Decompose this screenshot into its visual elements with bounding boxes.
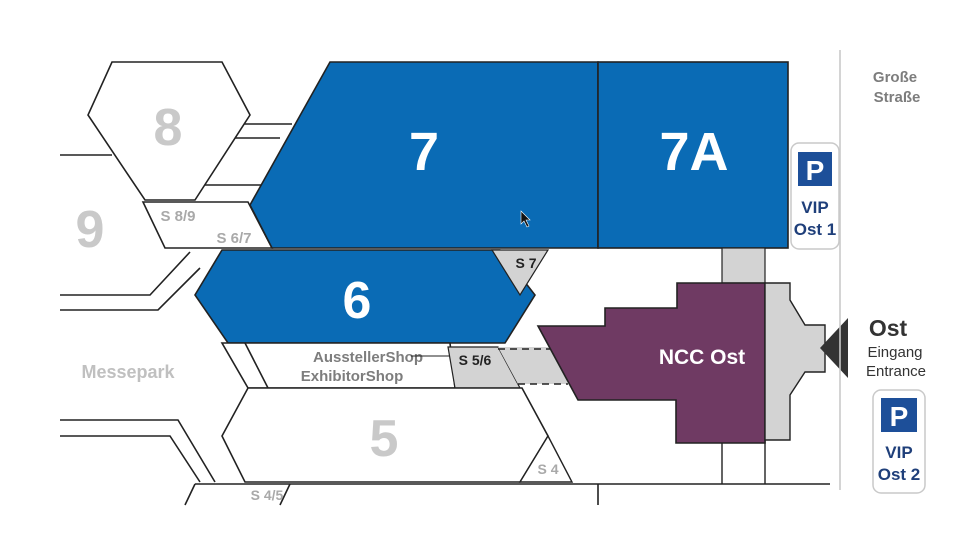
- hall-9-label: 9: [76, 201, 105, 259]
- hall-8-label: 8: [154, 99, 183, 157]
- connector-s7[interactable]: [490, 249, 550, 297]
- parking-icon: [798, 152, 832, 186]
- entrance-line1: Eingang: [867, 344, 922, 361]
- entrance-title: Ost: [869, 315, 908, 341]
- parking-line1: VIP: [801, 198, 828, 217]
- ost-entrance-foyer[interactable]: [764, 282, 826, 441]
- corridor-lines: [721, 440, 766, 484]
- parking-vip-ost-1[interactable]: P VIP Ost 1: [790, 142, 840, 250]
- hall-7-label: 7: [409, 122, 439, 182]
- connector-s4-label: S 4: [537, 461, 558, 477]
- parking-icon: [881, 398, 917, 432]
- messepark-label: Messepark: [81, 362, 175, 382]
- connector-s45-label: S 4/5: [251, 487, 284, 503]
- connector-s7-label: S 7: [515, 255, 536, 271]
- connector-s89-label: S 8/9: [160, 208, 195, 225]
- arrow-left-icon: [820, 318, 848, 378]
- shop-label-line2: ExhibitorShop: [301, 368, 404, 385]
- entrance-line2: Entrance: [866, 363, 926, 380]
- parking-line2: Ost 2: [878, 465, 921, 484]
- walkway-s56-ncc: [498, 347, 568, 384]
- mouse-pointer-icon: [520, 210, 531, 228]
- parking-line2: Ost 1: [794, 220, 837, 239]
- bottom-row-outline: [184, 483, 830, 506]
- parking-line1: VIP: [885, 443, 912, 462]
- hall-6-label: 6: [343, 272, 372, 330]
- ncc-ost-label: NCC Ost: [659, 346, 745, 369]
- connector-7a-ncc: [721, 247, 766, 284]
- hall-7[interactable]: [249, 61, 599, 249]
- street-label-line2: Straße: [874, 89, 921, 106]
- connector-s4[interactable]: [518, 434, 574, 483]
- hall-8[interactable]: [87, 61, 251, 201]
- street-label-line1: Große: [873, 69, 917, 86]
- connector-s56-label: S 5/6: [459, 352, 492, 368]
- connector-s67-label: S 6/7: [216, 230, 251, 247]
- shop-label-line1: AusstellerShop: [313, 349, 423, 366]
- hall-7a[interactable]: [597, 61, 789, 249]
- hall-5-label: 5: [370, 410, 399, 468]
- parking-vip-ost-2[interactable]: P VIP Ost 2: [872, 389, 926, 494]
- parking-letter: P: [806, 155, 825, 186]
- parking-letter: P: [890, 401, 909, 432]
- hall-7a-label: 7A: [659, 122, 728, 182]
